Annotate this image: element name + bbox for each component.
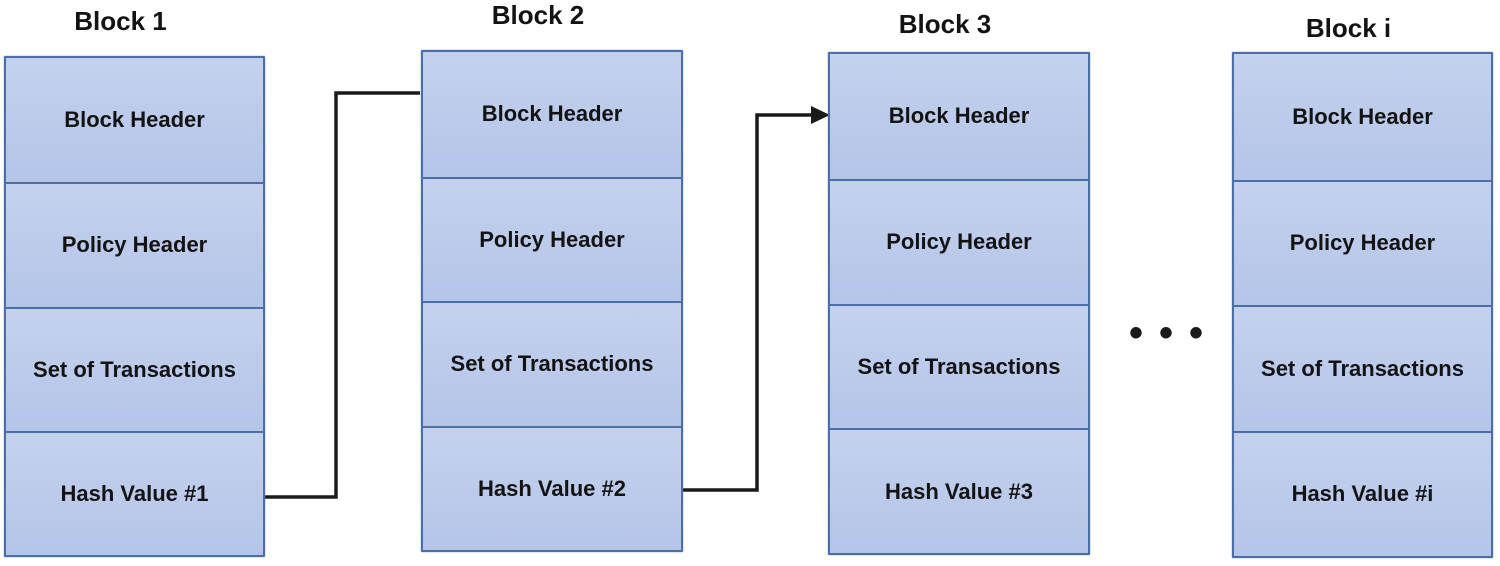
block-2: Block Header Policy Header Set of Transa… (421, 50, 683, 552)
block-2-section-hash-value: Hash Value #2 (423, 425, 681, 550)
block-i-section-hash-value: Hash Value #i (1234, 430, 1491, 556)
block-i-title: Block i (1305, 13, 1392, 43)
block-1: Block Header Policy Header Set of Transa… (4, 56, 265, 557)
block-3-section-block-header: Block Header (830, 54, 1088, 179)
block-1-section-block-header: Block Header (6, 58, 263, 183)
block-i-section-block-header: Block Header (1234, 54, 1491, 180)
connector-hash2-to-block3 (683, 113, 812, 492)
block-3: Block Header Policy Header Set of Transa… (828, 52, 1090, 555)
block-2-section-transactions: Set of Transactions (423, 301, 681, 426)
block-2-title: Block 2 (491, 0, 585, 30)
block-1-section-policy-header: Policy Header (6, 182, 263, 307)
ellipsis-dots: ••• (1129, 311, 1220, 355)
block-2-section-block-header: Block Header (423, 52, 681, 177)
block-i-section-policy-header: Policy Header (1234, 179, 1491, 305)
block-i: Block Header Policy Header Set of Transa… (1232, 52, 1493, 558)
block-3-section-policy-header: Policy Header (830, 178, 1088, 304)
block-i-section-transactions: Set of Transactions (1234, 305, 1491, 431)
block-3-section-hash-value: Hash Value #3 (830, 428, 1088, 553)
connector-hash1-to-block2 (265, 91, 420, 499)
block-3-section-transactions: Set of Transactions (830, 303, 1088, 429)
block-1-section-transactions: Set of Transactions (6, 306, 263, 431)
block-1-title: Block 1 (74, 6, 167, 36)
block-1-section-hash-value: Hash Value #1 (6, 430, 263, 555)
block-3-title: Block 3 (898, 9, 992, 39)
block-2-section-policy-header: Policy Header (423, 176, 681, 301)
